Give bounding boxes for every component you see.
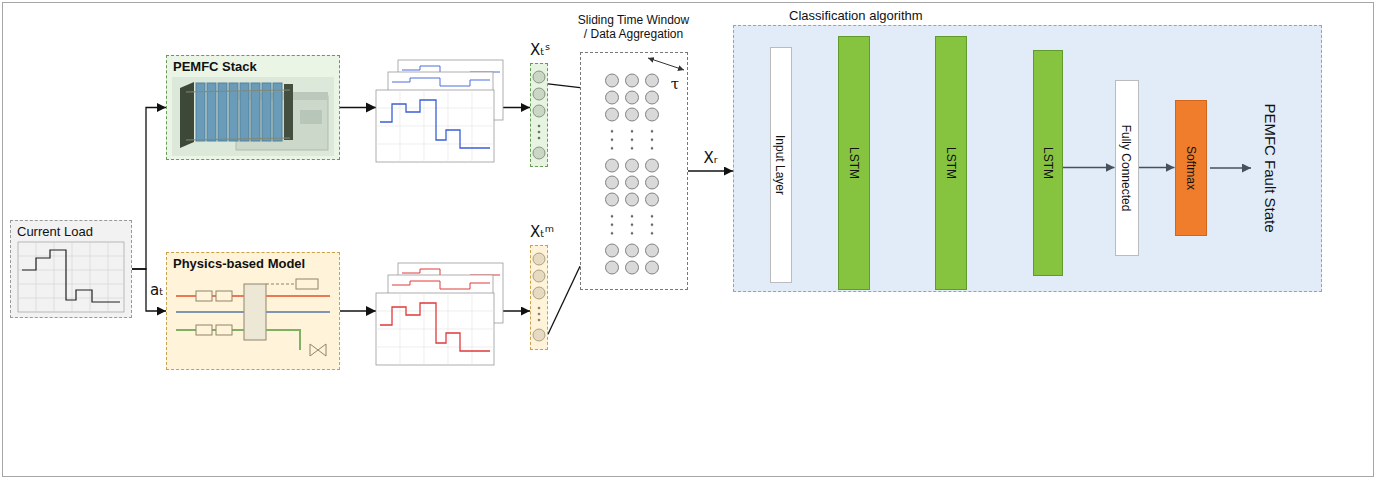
input-layer: Input Layer xyxy=(770,47,792,283)
edge-label-holder: Xᵣ xyxy=(702,149,718,167)
vector-symbol: Xₜᵐ xyxy=(530,223,554,241)
window-grid xyxy=(602,212,662,238)
dense-layer: Fully Connected xyxy=(1115,80,1139,256)
window-grid xyxy=(602,242,662,276)
connector-arrow xyxy=(132,269,166,311)
stack-signal-plots xyxy=(366,60,503,162)
lstm-layer: LSTM xyxy=(935,36,967,290)
classifier-region: Classification algorithmInput LayerLSTML… xyxy=(733,25,1322,292)
stack-signal-plots xyxy=(376,90,494,162)
label-holder: PEMFC Fault State xyxy=(1205,159,1334,177)
figure-frame xyxy=(3,3,1374,477)
layer-name: Input Layer xyxy=(774,134,788,194)
layer-name: LSTM xyxy=(847,146,861,178)
stack-signal-plots xyxy=(366,103,376,113)
layer-name: LSTM xyxy=(1041,146,1055,178)
model-signal-plots xyxy=(366,306,376,316)
window-grid xyxy=(602,127,662,153)
layer-name: Fully Connected xyxy=(1120,124,1134,211)
box-heading: Current Load xyxy=(17,224,93,240)
window-grid xyxy=(602,58,684,276)
window-grid xyxy=(648,58,684,70)
layer-name: Softmax xyxy=(1184,145,1198,189)
edge-label-holder: aₜ xyxy=(149,281,165,299)
window-length-symbol: τ xyxy=(671,76,679,93)
output-label: PEMFC Fault State xyxy=(1261,103,1279,232)
model-signal-plots xyxy=(376,293,494,365)
connector-arrow xyxy=(548,266,580,334)
vector-symbol: Xₜˢ xyxy=(530,41,550,59)
window-grid xyxy=(602,72,662,123)
connector-arrow xyxy=(548,84,580,88)
stack-signal-plots xyxy=(392,78,490,86)
lstm-layer: LSTM xyxy=(838,36,870,290)
model-box: Physics-based Model xyxy=(166,252,340,370)
model-signal-plots xyxy=(366,263,503,365)
edge-label: Xᵣ xyxy=(702,149,718,167)
edge-label: aₜ xyxy=(149,281,165,299)
model-signal-plots xyxy=(376,293,494,365)
window-grid xyxy=(602,157,662,208)
label-holder: τ xyxy=(671,76,679,93)
layer-name: LSTM xyxy=(944,146,958,178)
connector-arrow xyxy=(132,108,166,270)
connector-arrow xyxy=(688,170,733,171)
feature-vector: Xₜᵐ xyxy=(530,245,548,350)
stack-box: PEMFC Stack xyxy=(166,55,340,160)
softmax-layer: Softmax xyxy=(1175,100,1207,236)
model-signal-plots xyxy=(380,303,490,351)
stack-signal-plots xyxy=(380,100,490,148)
lstm-layer: LSTM xyxy=(1033,50,1063,276)
box-heading: Sliding Time Window / Data Aggregation xyxy=(576,13,692,41)
feature-vector: Xₜˢ xyxy=(530,63,548,167)
box-heading: PEMFC Stack xyxy=(173,59,257,75)
stack-signal-plots xyxy=(376,90,494,162)
box-heading: Physics-based Model xyxy=(173,256,305,272)
region-heading: Classification algorithm xyxy=(789,8,923,24)
model-signal-plots xyxy=(392,281,490,289)
input-box: Current Load xyxy=(10,220,132,318)
